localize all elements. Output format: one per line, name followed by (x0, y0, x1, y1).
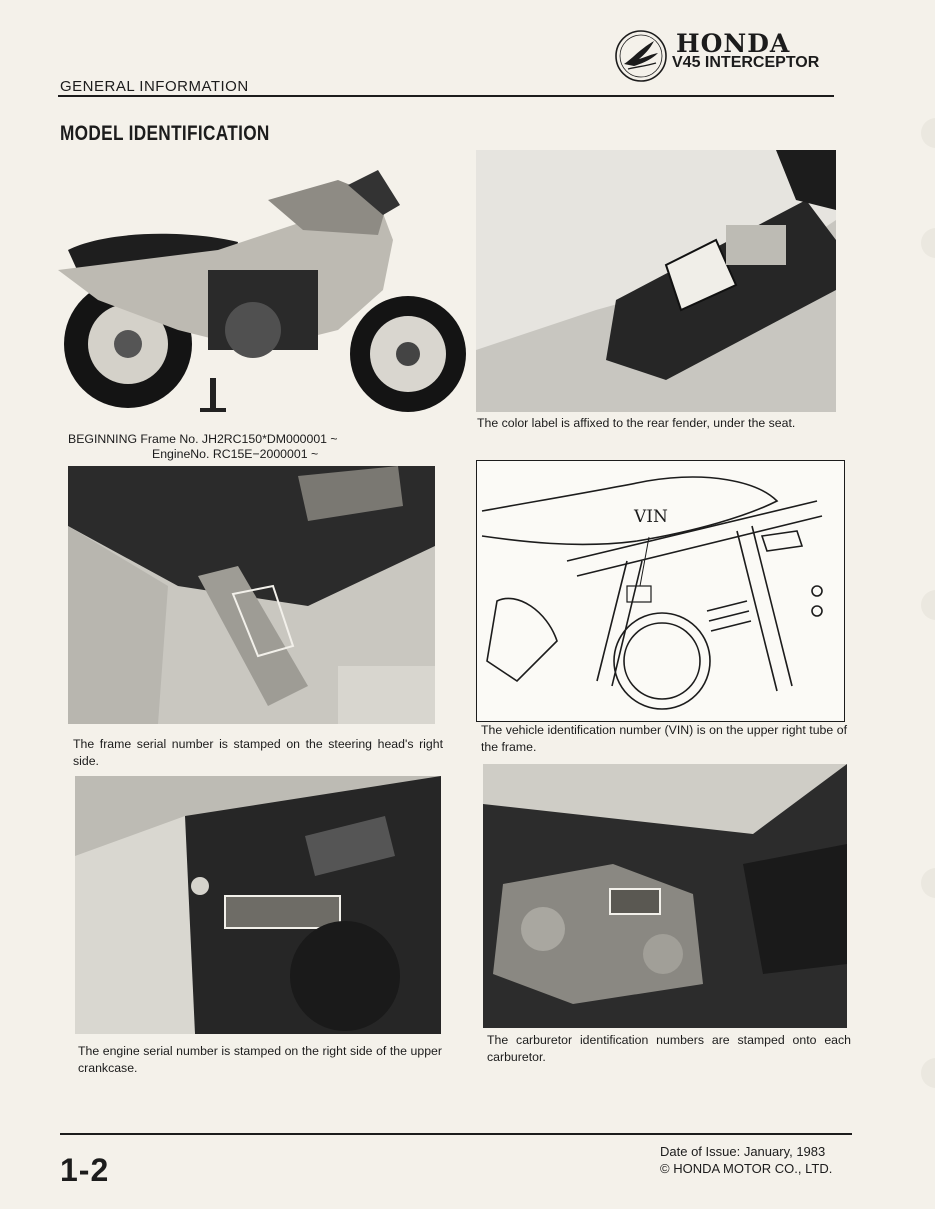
carburetor-caption: The carburetor identification numbers ar… (487, 1033, 851, 1064)
footer-rule (60, 1133, 852, 1135)
honda-wing-logo-icon (614, 29, 668, 83)
model-name: V45 INTERCEPTOR (672, 54, 820, 71)
binder-hole (921, 1058, 935, 1088)
page-number: 1-2 (60, 1152, 110, 1188)
copyright: © HONDA MOTOR CO., LTD. (660, 1161, 833, 1176)
binder-hole (921, 118, 935, 148)
vin-caption: The vehicle identification number (VIN) … (481, 723, 847, 754)
header-rule (58, 95, 834, 97)
date-of-issue: Date of Issue: January, 1983 (660, 1144, 826, 1159)
motorcycle-caption-line2: EngineNo. RC15E−2000001 ~ (152, 447, 319, 461)
carburetor-photo (483, 764, 847, 1028)
frame-serial-photo (68, 466, 435, 724)
vin-label: VIN (634, 507, 668, 527)
engine-serial-caption: The engine serial number is stamped on t… (78, 1044, 442, 1075)
color-label-caption: The color label is affixed to the rear f… (477, 416, 796, 430)
vin-diagram (476, 460, 845, 722)
binder-hole (921, 868, 935, 898)
motorcycle-caption-line1: BEGINNING Frame No. JH2RC150*DM000001 ~ (68, 432, 338, 446)
section-title: GENERAL INFORMATION (60, 78, 249, 95)
color-label-photo (476, 150, 836, 412)
page-title: MODEL IDENTIFICATION (60, 122, 270, 145)
motorcycle-photo (38, 160, 468, 428)
binder-hole (921, 590, 935, 620)
frame-serial-caption: The frame serial number is stamped on th… (73, 737, 443, 768)
engine-serial-photo (75, 776, 441, 1034)
brand-name: HONDA (676, 29, 791, 58)
binder-hole (921, 228, 935, 258)
